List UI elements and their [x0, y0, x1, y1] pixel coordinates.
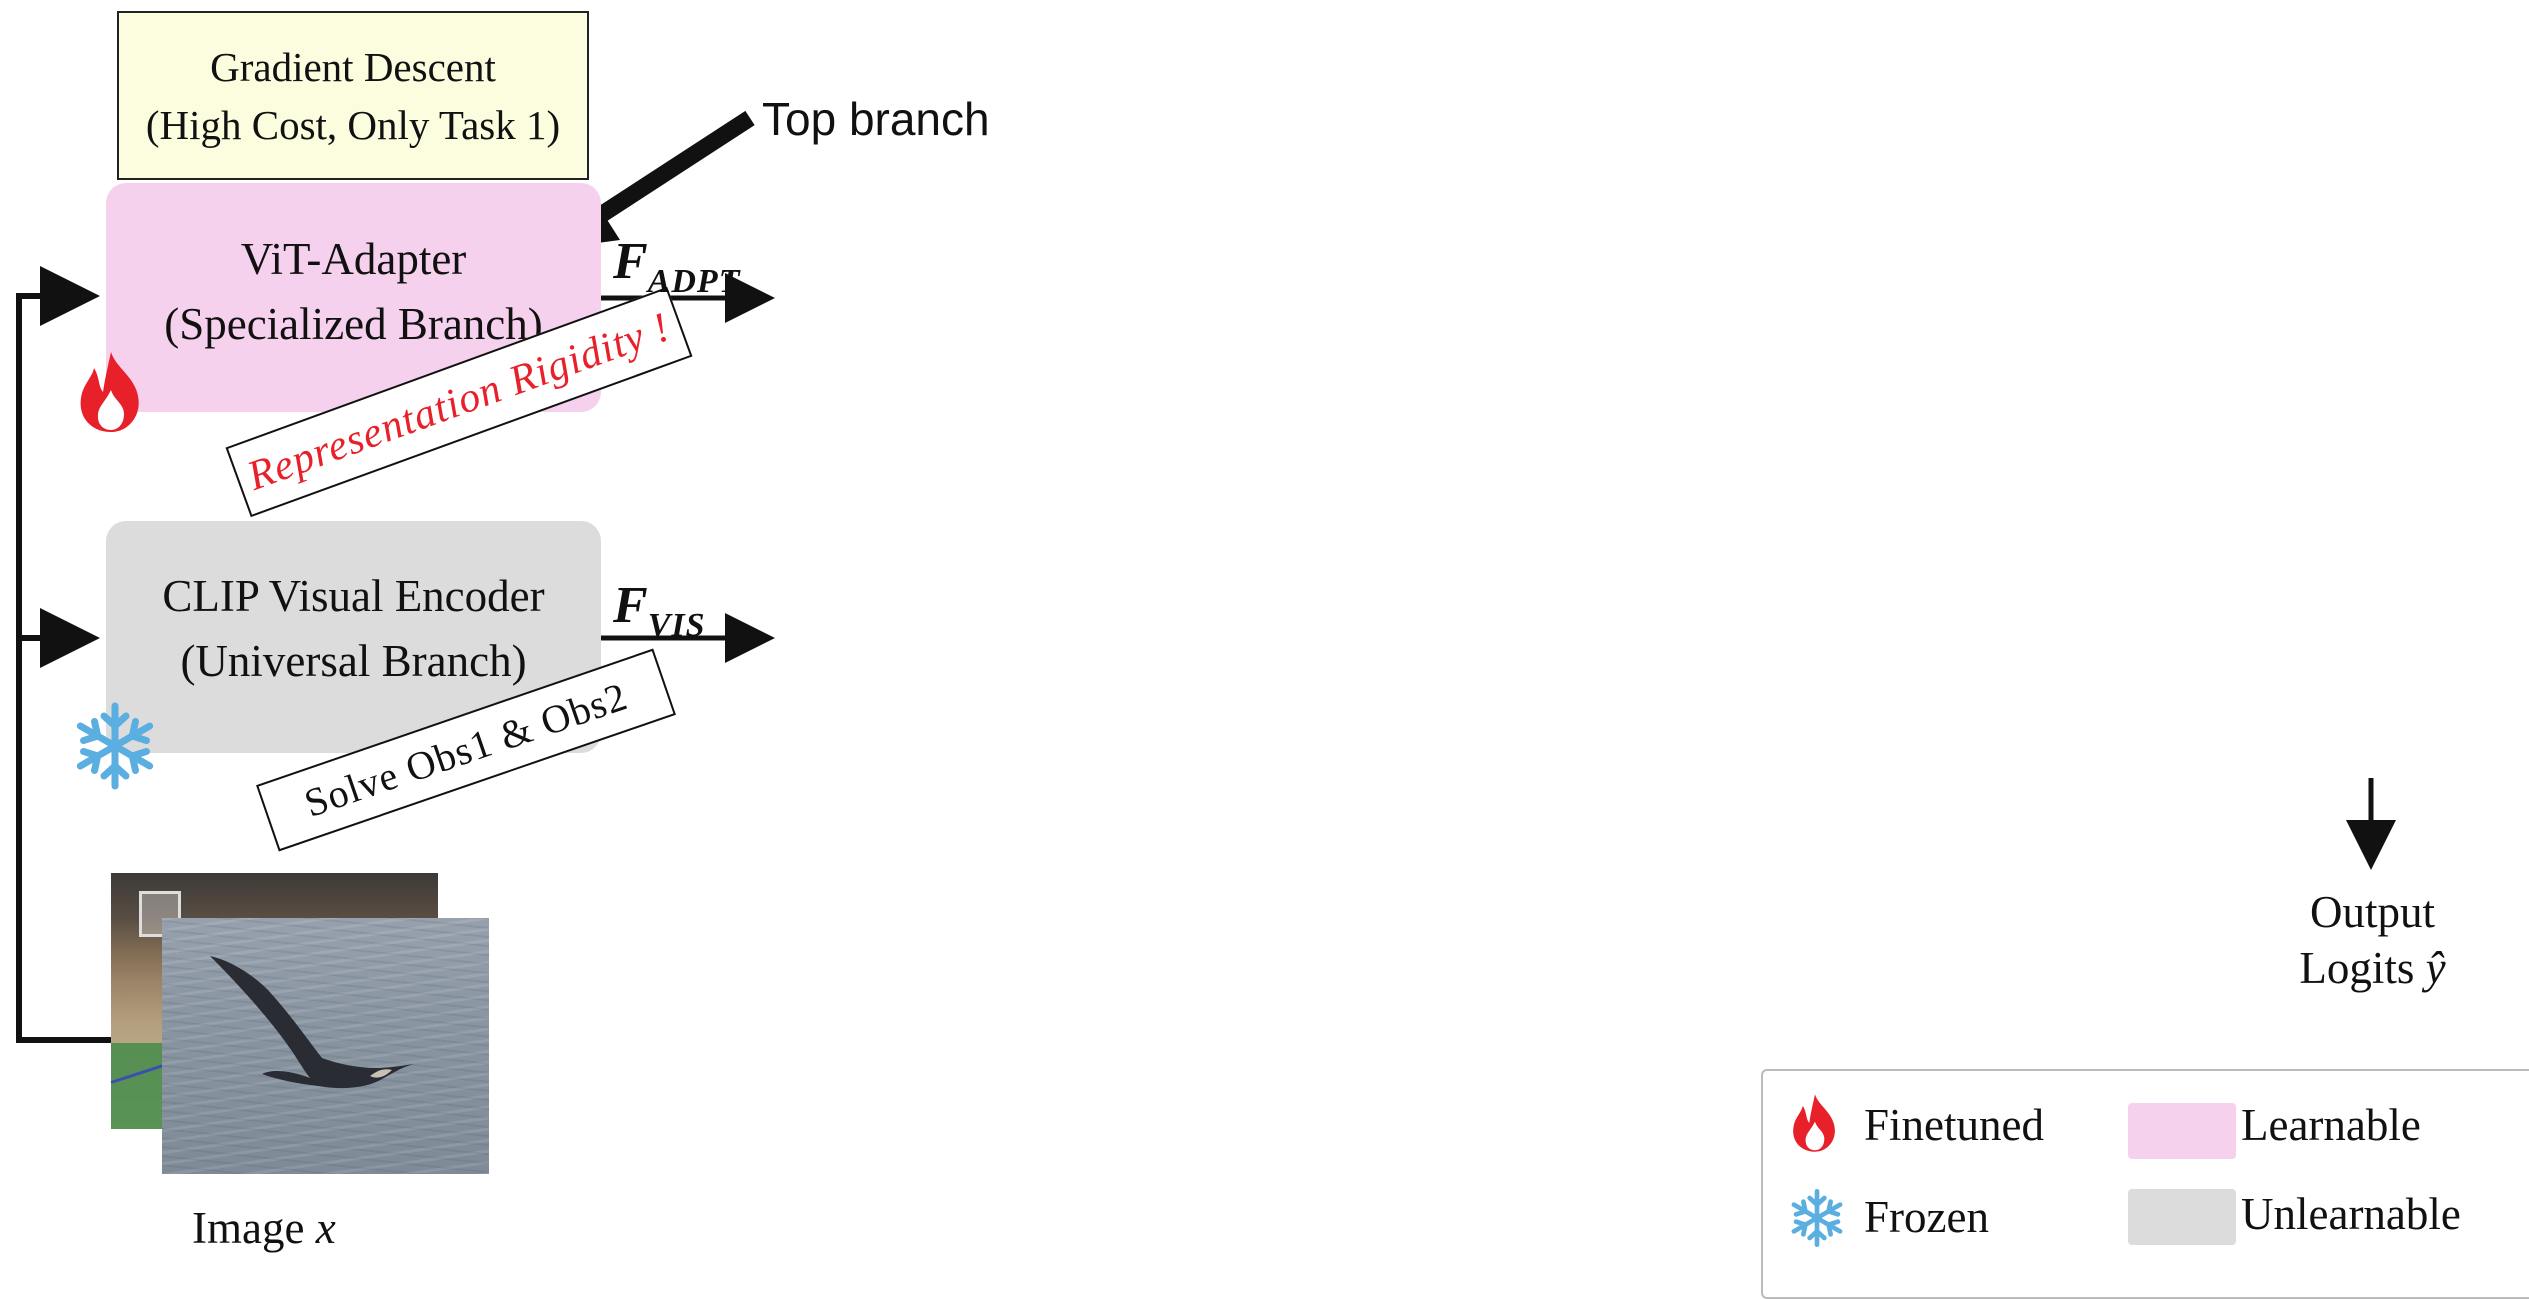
snowflake-icon — [76, 702, 154, 790]
gradient-descent-subtitle: (High Cost, Only Task 1) — [145, 101, 561, 148]
output-logits-symbol: ŷ — [2425, 943, 2446, 993]
output-logits-label: Output Logits ŷ — [2280, 884, 2465, 996]
legend-unlearnable-swatch — [2128, 1189, 2236, 1245]
clip-visual-encoder-box: CLIP Visual Encoder (Universal Branch) — [106, 521, 601, 753]
legend-unlearnable: Unlearnable — [2241, 1189, 2461, 1239]
legend-box: Finetuned Frozen Learnable Unlearnable — [1761, 1069, 2529, 1299]
seabird-icon — [210, 956, 414, 1089]
feature-f-adpt-subscript: ADPT — [647, 263, 741, 300]
clip-encoder-title: CLIP Visual Encoder — [162, 571, 545, 621]
gradient-descent-title: Gradient Descent — [210, 43, 496, 90]
feature-f-vis: FVIS — [613, 580, 706, 652]
flame-icon — [80, 352, 139, 432]
feature-f-adpt: FADPT — [613, 236, 740, 308]
legend-flame-icon — [1793, 1094, 1835, 1152]
image-caption-prefix: Image — [192, 1203, 316, 1253]
output-line1: Output — [2309, 887, 2435, 937]
feature-f-adpt-symbol: F — [613, 233, 648, 290]
top-branch-label: Top branch — [762, 93, 990, 145]
input-image-seabird — [162, 918, 489, 1174]
vit-adapter-subtitle: (Specialized Branch) — [164, 298, 543, 349]
legend-snowflake-icon — [1791, 1189, 1843, 1247]
gradient-descent-box: Gradient Descent (High Cost, Only Task 1… — [117, 11, 589, 180]
clip-encoder-subtitle: (Universal Branch) — [180, 636, 527, 686]
legend-learnable-swatch — [2128, 1103, 2236, 1159]
legend-frozen: Frozen — [1864, 1192, 1989, 1242]
image-caption: Image x — [192, 1200, 336, 1256]
image-caption-symbol: x — [315, 1203, 336, 1253]
feature-f-vis-symbol: F — [613, 577, 648, 634]
legend-finetuned: Finetuned — [1864, 1100, 2044, 1150]
legend-learnable: Learnable — [2241, 1100, 2421, 1150]
feature-f-vis-subscript: VIS — [647, 607, 706, 644]
output-line2-prefix: Logits — [2299, 943, 2426, 993]
vit-adapter-title: ViT-Adapter — [240, 233, 467, 284]
output-line2: Logits ŷ — [2280, 940, 2465, 996]
